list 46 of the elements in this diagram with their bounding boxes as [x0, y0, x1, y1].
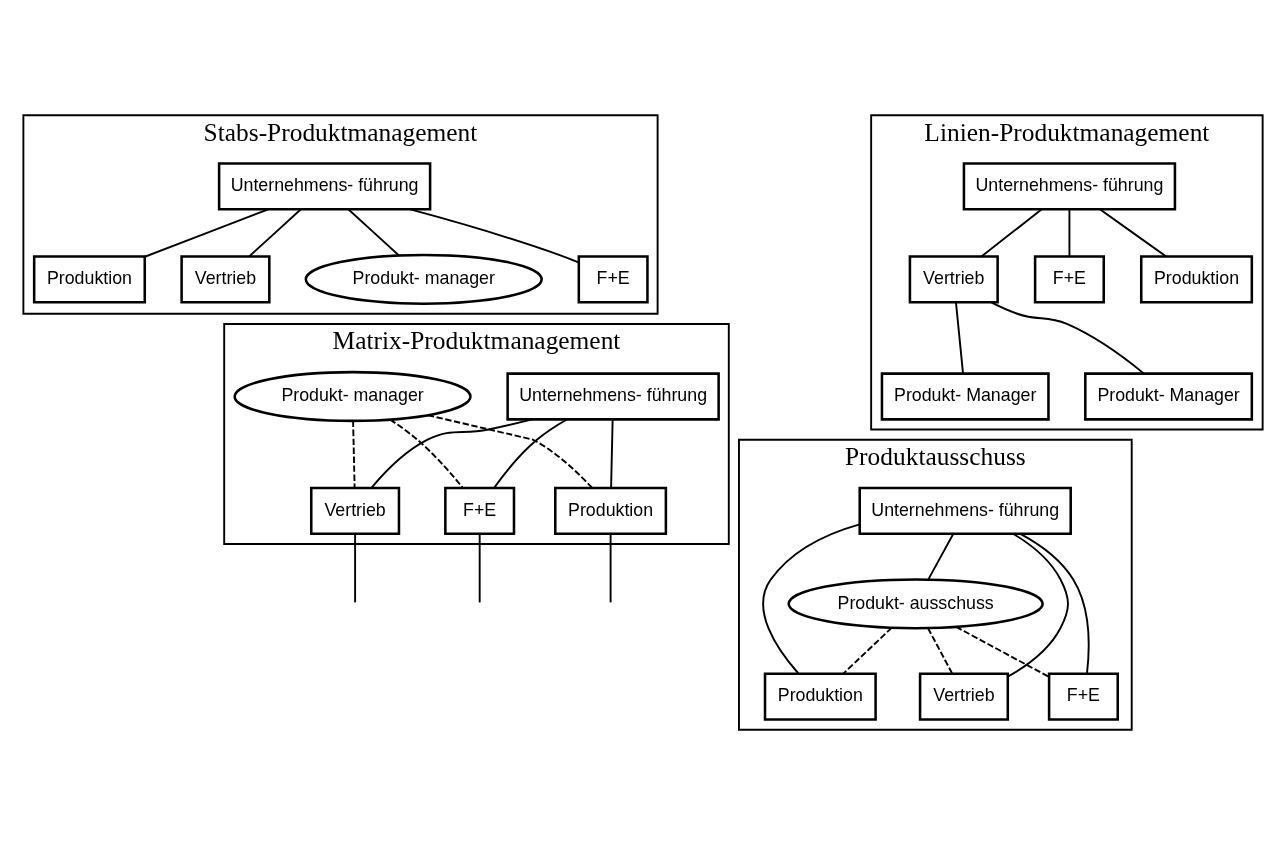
- connector: [493, 418, 568, 489]
- node-box: Produktion: [1140, 255, 1254, 304]
- node-box: Produkt- Manager: [1084, 372, 1254, 421]
- connector: [248, 208, 302, 258]
- connector: [143, 208, 270, 258]
- node-ellipse: Produkt- ausschuss: [787, 578, 1044, 630]
- connector: [354, 533, 357, 604]
- node-box: Unternehmens- führung: [217, 162, 432, 211]
- connector: [980, 208, 1043, 258]
- connector: [409, 208, 580, 264]
- node-ellipse: Produkt- manager: [304, 253, 543, 305]
- node-box: F+E: [1047, 672, 1119, 721]
- connector: [370, 418, 534, 489]
- connector: [426, 414, 593, 489]
- connector: [1068, 208, 1071, 258]
- connector: [347, 208, 400, 257]
- node-ellipse: Produkt- manager: [233, 370, 472, 423]
- connector: [609, 533, 612, 604]
- node-box: Vertrieb: [908, 255, 999, 304]
- connector: [842, 626, 893, 675]
- node-box: F+E: [444, 486, 516, 536]
- connector: [1098, 208, 1167, 258]
- node-box: Produktion: [763, 672, 877, 721]
- connector: [762, 523, 861, 675]
- connector: [1007, 532, 1069, 678]
- node-box: Vertrieb: [310, 486, 401, 536]
- node-box: Vertrieb: [180, 255, 271, 304]
- node-box: Produktion: [32, 255, 146, 304]
- connector: [610, 418, 614, 489]
- node-box: Unternehmens- führung: [506, 372, 720, 421]
- connector: [955, 626, 1050, 678]
- connector: [352, 420, 356, 489]
- connector: [478, 533, 481, 604]
- node-box: Unternehmens- führung: [962, 162, 1177, 211]
- node-box: Produktion: [554, 486, 668, 536]
- connector: [990, 301, 1145, 375]
- node-box: Unternehmens- führung: [858, 486, 1072, 536]
- node-box: F+E: [577, 255, 649, 304]
- node-box: F+E: [1033, 255, 1105, 304]
- node-box: Produkt- Manager: [880, 372, 1050, 421]
- node-box: Vertrieb: [918, 672, 1010, 721]
- connector: [927, 627, 954, 675]
- connector: [927, 533, 955, 581]
- connector: [955, 301, 964, 375]
- connector: [1019, 532, 1090, 675]
- connector: [389, 418, 464, 489]
